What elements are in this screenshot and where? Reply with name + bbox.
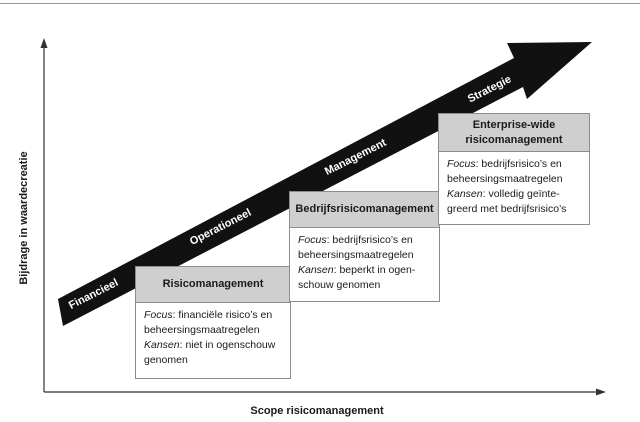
focus-line: Focus: bedrijfsrisico’s en — [298, 234, 413, 246]
focus-line-cont: beheersingsmaatregelen — [298, 249, 414, 261]
box-title: Enterprise-wide risicomanagement — [439, 114, 589, 152]
box-body: Focus: bedrijfsrisico’s en beheersingsma… — [439, 152, 589, 222]
kansen-line: Kansen: niet in ogenschouw — [144, 339, 276, 351]
box-title: Bedrijfsrisicomanagement — [290, 192, 439, 228]
y-axis-arrowhead — [40, 38, 48, 48]
x-axis-label: Scope risicomanagement — [250, 405, 384, 417]
x-axis-arrowhead — [596, 388, 606, 396]
focus-line: Focus: bedrijfsrisico’s en — [447, 158, 562, 170]
kansen-line: Kansen: beperkt in ogen- — [298, 264, 416, 276]
box-enterprise-wide-risicomanagement: Enterprise-wide risicomanagement Focus: … — [438, 113, 590, 225]
top-rule — [0, 3, 640, 4]
box-bedrijfsrisicomanagement: Bedrijfsrisicomanagement Focus: bedrijfs… — [289, 191, 440, 302]
box-title-line: risicomanagement — [465, 133, 563, 146]
box-title-line: Bedrijfsrisicomanagement — [295, 203, 434, 215]
focus-line-cont: beheersingsmaatregelen — [144, 324, 260, 336]
kansen-line-cont: greerd met bedrijfsrisico’s — [447, 203, 567, 215]
box-title-line: Enterprise-wide — [472, 118, 556, 131]
focus-line: Focus: financiële risico’s en — [144, 309, 273, 321]
box-body: Focus: bedrijfsrisico’s en beheersingsma… — [290, 228, 439, 298]
focus-line-cont: beheersingsmaatregelen — [447, 173, 563, 185]
kansen-line: Kansen: volledig geïnte- — [447, 188, 560, 200]
box-risicomanagement: Risicomanagement Focus: financiële risic… — [135, 266, 291, 379]
box-title-line: Risicomanagement — [162, 278, 264, 290]
kansen-line-cont: schouw genomen — [298, 279, 381, 291]
y-axis-label: Bijdrage in waardecreatie — [18, 151, 30, 285]
box-title: Risicomanagement — [136, 267, 290, 303]
box-body: Focus: financiële risico’s en beheersing… — [136, 303, 290, 373]
kansen-line-cont: genomen — [144, 354, 188, 366]
